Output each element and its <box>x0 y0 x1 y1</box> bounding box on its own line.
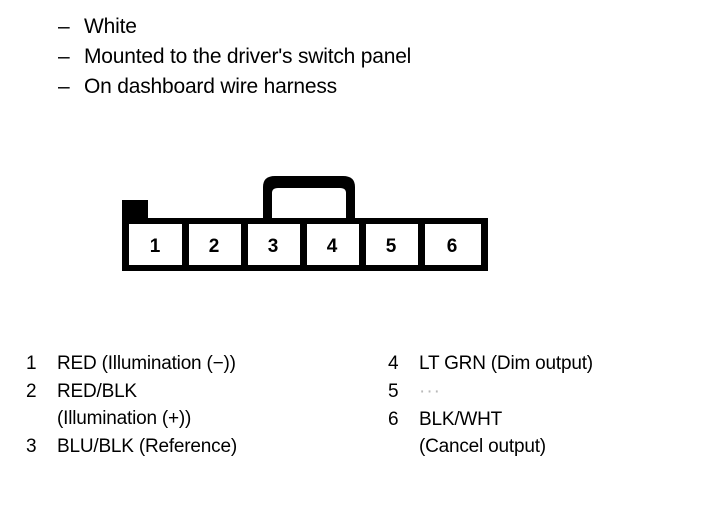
cavity-divider <box>241 224 248 265</box>
pin-legend-right-column: 4 LT GRN (Dim output) 5 ··· 6 BLK/WHT (C… <box>388 350 688 461</box>
pin-legend-row: 3 BLU/BLK (Reference) <box>26 433 376 460</box>
cavity-number-4: 4 <box>327 236 338 257</box>
pin-description: RED/BLK (Illumination (+)) <box>57 378 191 432</box>
cavity-divider <box>359 224 366 265</box>
cavity-divider <box>300 224 307 265</box>
pin-legend-row: 4 LT GRN (Dim output) <box>388 350 688 377</box>
connector-description-list: – White – Mounted to the driver's switch… <box>58 12 658 102</box>
cavity-number-1: 1 <box>150 236 161 257</box>
pin-description-empty: ··· <box>419 381 441 402</box>
pin-number: 2 <box>26 381 37 402</box>
pin-description: LT GRN (Dim output) <box>419 350 593 377</box>
cavity-number-2: 2 <box>209 236 220 257</box>
pin-description-line: (Cancel output) <box>419 436 546 457</box>
pin-number: 5 <box>388 381 399 402</box>
pin-number: 1 <box>26 353 37 374</box>
description-item-label: Mounted to the driver's switch panel <box>84 45 412 68</box>
description-item: – White <box>58 12 658 42</box>
pin-description: BLU/BLK (Reference) <box>57 433 237 460</box>
cavity-divider <box>182 224 189 265</box>
pin-legend-row: 2 RED/BLK (Illumination (+)) <box>26 378 376 432</box>
pin-description: BLK/WHT (Cancel output) <box>419 406 546 460</box>
cavity-divider <box>418 224 425 265</box>
cavity-number-3: 3 <box>268 236 279 257</box>
pin-description: RED (Illumination (−)) <box>57 350 236 377</box>
connector-svg: 1 2 3 4 5 6 <box>122 176 488 271</box>
pin-description-line: LT GRN (Dim output) <box>419 353 593 374</box>
dash-bullet-icon: – <box>58 45 70 68</box>
locking-tab-icon <box>263 176 355 218</box>
description-item: – Mounted to the driver's switch panel <box>58 42 658 72</box>
cavity-number-6: 6 <box>447 236 458 257</box>
description-item-label: White <box>84 15 137 38</box>
dash-bullet-icon: – <box>58 75 70 98</box>
connector-diagram: 1 2 3 4 5 6 <box>108 163 508 283</box>
pin-description-line: BLK/WHT <box>419 409 503 430</box>
pin-description-line: RED/BLK <box>57 381 137 402</box>
pin-legend-row: 1 RED (Illumination (−)) <box>26 350 376 377</box>
cavity-number-5: 5 <box>386 236 397 257</box>
pin-number: 3 <box>26 436 37 457</box>
pin-description-line: (Illumination (+)) <box>57 408 192 429</box>
pin-description-line: BLU/BLK (Reference) <box>57 436 237 457</box>
dash-bullet-icon: – <box>58 15 70 38</box>
pin-number: 6 <box>388 409 399 430</box>
pin-description-line: RED (Illumination (−)) <box>57 353 236 374</box>
description-item-label: On dashboard wire harness <box>84 75 337 98</box>
pin-legend-row: 5 ··· <box>388 378 688 405</box>
description-item: – On dashboard wire harness <box>58 72 658 102</box>
pin-legend-left-column: 1 RED (Illumination (−)) 2 RED/BLK (Illu… <box>26 350 376 461</box>
pin-number: 4 <box>388 353 399 374</box>
pin-legend: 1 RED (Illumination (−)) 2 RED/BLK (Illu… <box>0 350 704 480</box>
pin-legend-row: 6 BLK/WHT (Cancel output) <box>388 406 688 460</box>
